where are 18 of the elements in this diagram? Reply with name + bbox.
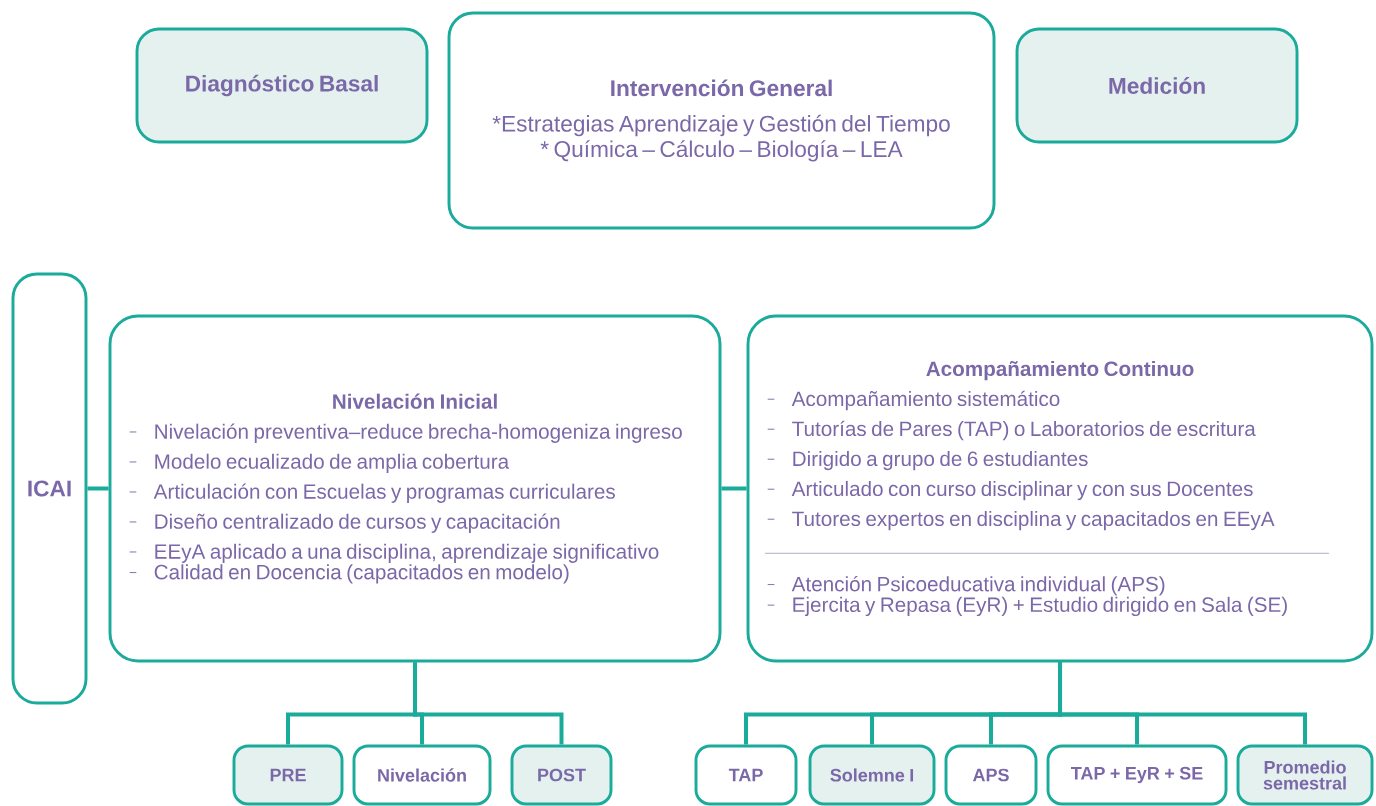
label-box: Nivelación: [352, 744, 492, 806]
label-box: Solemne I: [808, 744, 936, 806]
label-box: Promedio semestral: [1236, 744, 1374, 806]
label-box: Medición: [1015, 27, 1299, 144]
process-box: Intervención General *Estrategias Aprendizaje y Gestión del Tiempo * Química – Cálculo – Biología – LEA: [447, 11, 996, 230]
connector-line: [413, 662, 564, 745]
label-box: APS: [944, 744, 1038, 806]
connector-line: [87, 486, 109, 491]
connector-line: [1058, 662, 1307, 745]
label-box: TAP: [694, 744, 798, 806]
process-box: Nivelación Inicial Nivelación preventiva–reduce brecha-homogeniza ingreso Modelo ecualizado de amplia cobertura Articulación con Escuelas y programas curriculares Diseño centralizado de cursos y capacitación EEyA aplicado a una disciplina, aprendizaje significativo Calidad en Docencia (capacitados en modelo): [108, 314, 722, 663]
label-box: Diagnóstico Basal: [135, 27, 429, 144]
process-box: Acompañamiento Continuo Acompañamiento sistemático Tutorías de Pares (TAP) o Laboratorios de escritura Dirigido a grupo de 6 estudiantes Articulado con curso disciplinar y con sus Docentes Tutores expertos en disciplina y capacitados en EEyA Atención Psicoeducativa individual (APS) Ejercita y Repasa (EyR) + Estudio dirigido en Sala (SE): [746, 314, 1374, 663]
label-box: POST: [510, 744, 613, 806]
connector-line: [721, 486, 747, 491]
label-box: ICAI: [11, 272, 88, 705]
label-box: PRE: [232, 744, 344, 806]
label-box: TAP + EyR + SE: [1046, 744, 1228, 806]
